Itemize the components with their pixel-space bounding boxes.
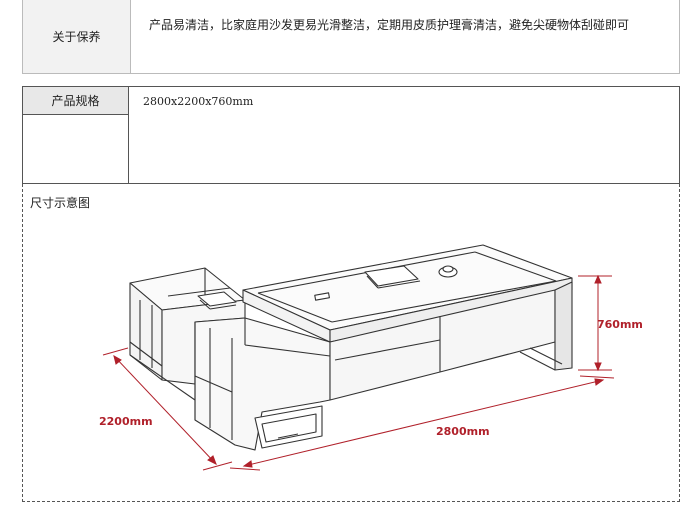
diagram-title: 尺寸示意图: [30, 196, 91, 210]
spec-value: 2800x2200x760mm: [143, 95, 254, 108]
depth-dimension-label: 2200mm: [99, 415, 153, 428]
desk-leg: [519, 281, 573, 371]
spec-table: 产品规格 2800x2200x760mm: [22, 86, 680, 184]
desk-accessories: [197, 265, 458, 310]
desk-top: [242, 244, 573, 343]
desk-front-panel: [329, 289, 556, 401]
spec-label: 产品规格: [23, 87, 129, 115]
care-section: 关于保养 产品易清洁，比家庭用沙发更易光滑整洁，定期用皮质护理膏清洁，避免尖硬物…: [22, 0, 680, 74]
dimension-lines: [102, 274, 615, 471]
height-dimension-label: 760mm: [597, 318, 643, 331]
diagram-box: [22, 184, 680, 502]
front-pedestal: [194, 317, 331, 451]
care-text: 产品易清洁，比家庭用沙发更易光滑整洁，定期用皮质护理膏清洁，避免尖硬物体刮碰即可: [149, 18, 630, 32]
spec-empty-cell: [23, 115, 129, 183]
care-label: 关于保养: [23, 0, 131, 73]
width-dimension-label: 2800mm: [436, 425, 490, 438]
